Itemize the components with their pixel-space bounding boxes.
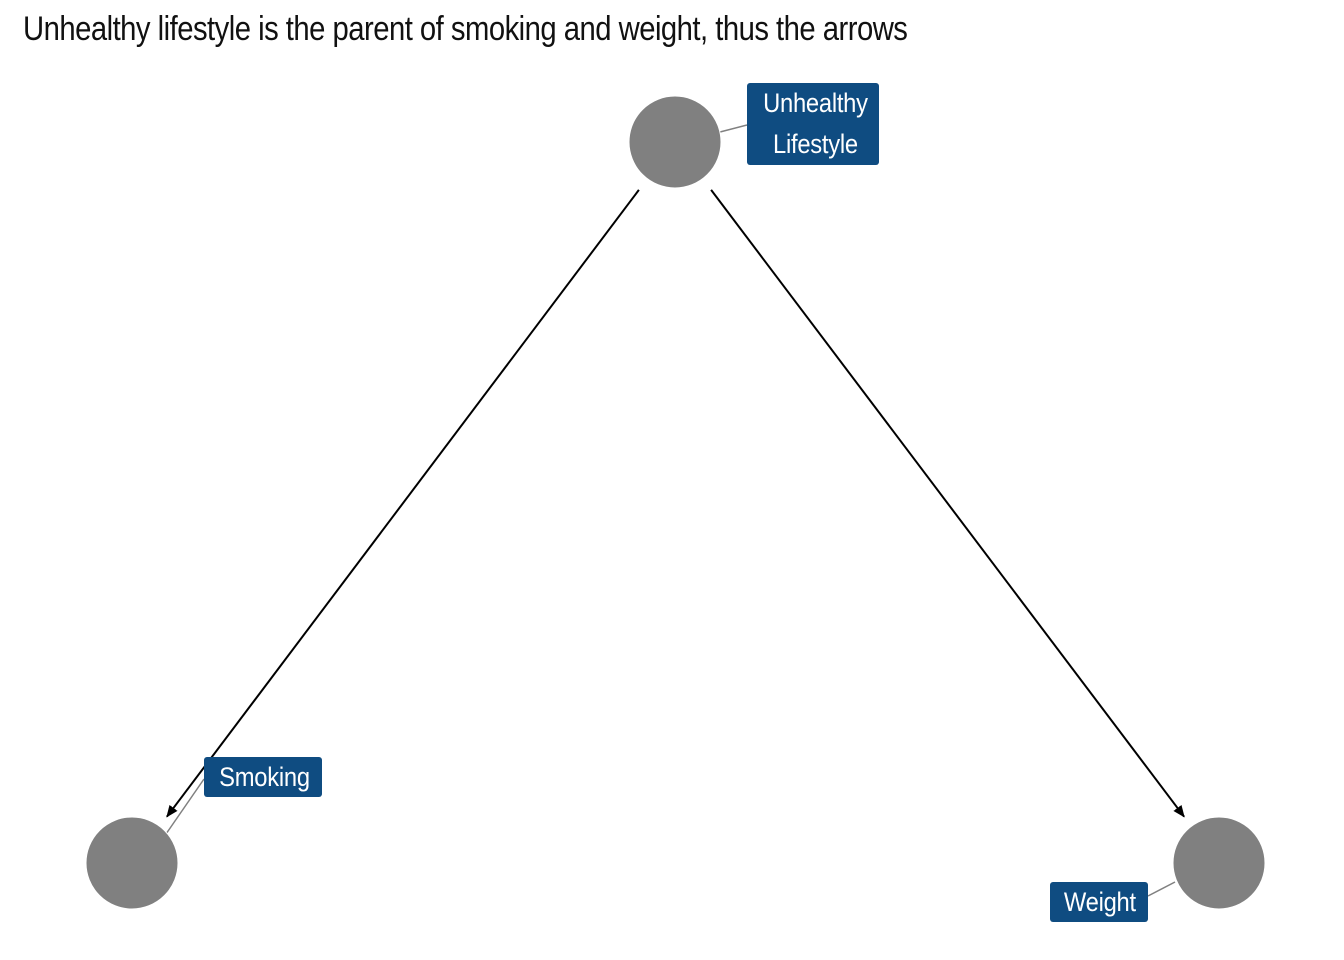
edge-arrow-unhealthy-to-weight: [710, 189, 1185, 818]
node-weight: [1172, 816, 1266, 910]
node-label-smoking: Smoking: [204, 757, 322, 797]
node-smoking: [85, 816, 179, 910]
label-leader-unhealthy: [719, 124, 748, 133]
node-label-text: Smoking: [219, 762, 310, 792]
label-leader-weight: [1147, 881, 1176, 897]
edge-arrow-unhealthy-to-smoking: [166, 189, 640, 818]
diagram-title: Unhealthy lifestyle is the parent of smo…: [23, 10, 908, 48]
node-label-weight: Weight: [1050, 882, 1148, 922]
node-label-text: Unhealthy Lifestyle: [763, 88, 868, 159]
label-leader-smoking: [165, 778, 205, 835]
node-label-unhealthy: Unhealthy Lifestyle: [747, 83, 879, 165]
node-unhealthy: [628, 95, 722, 189]
node-label-text: Weight: [1063, 887, 1136, 917]
